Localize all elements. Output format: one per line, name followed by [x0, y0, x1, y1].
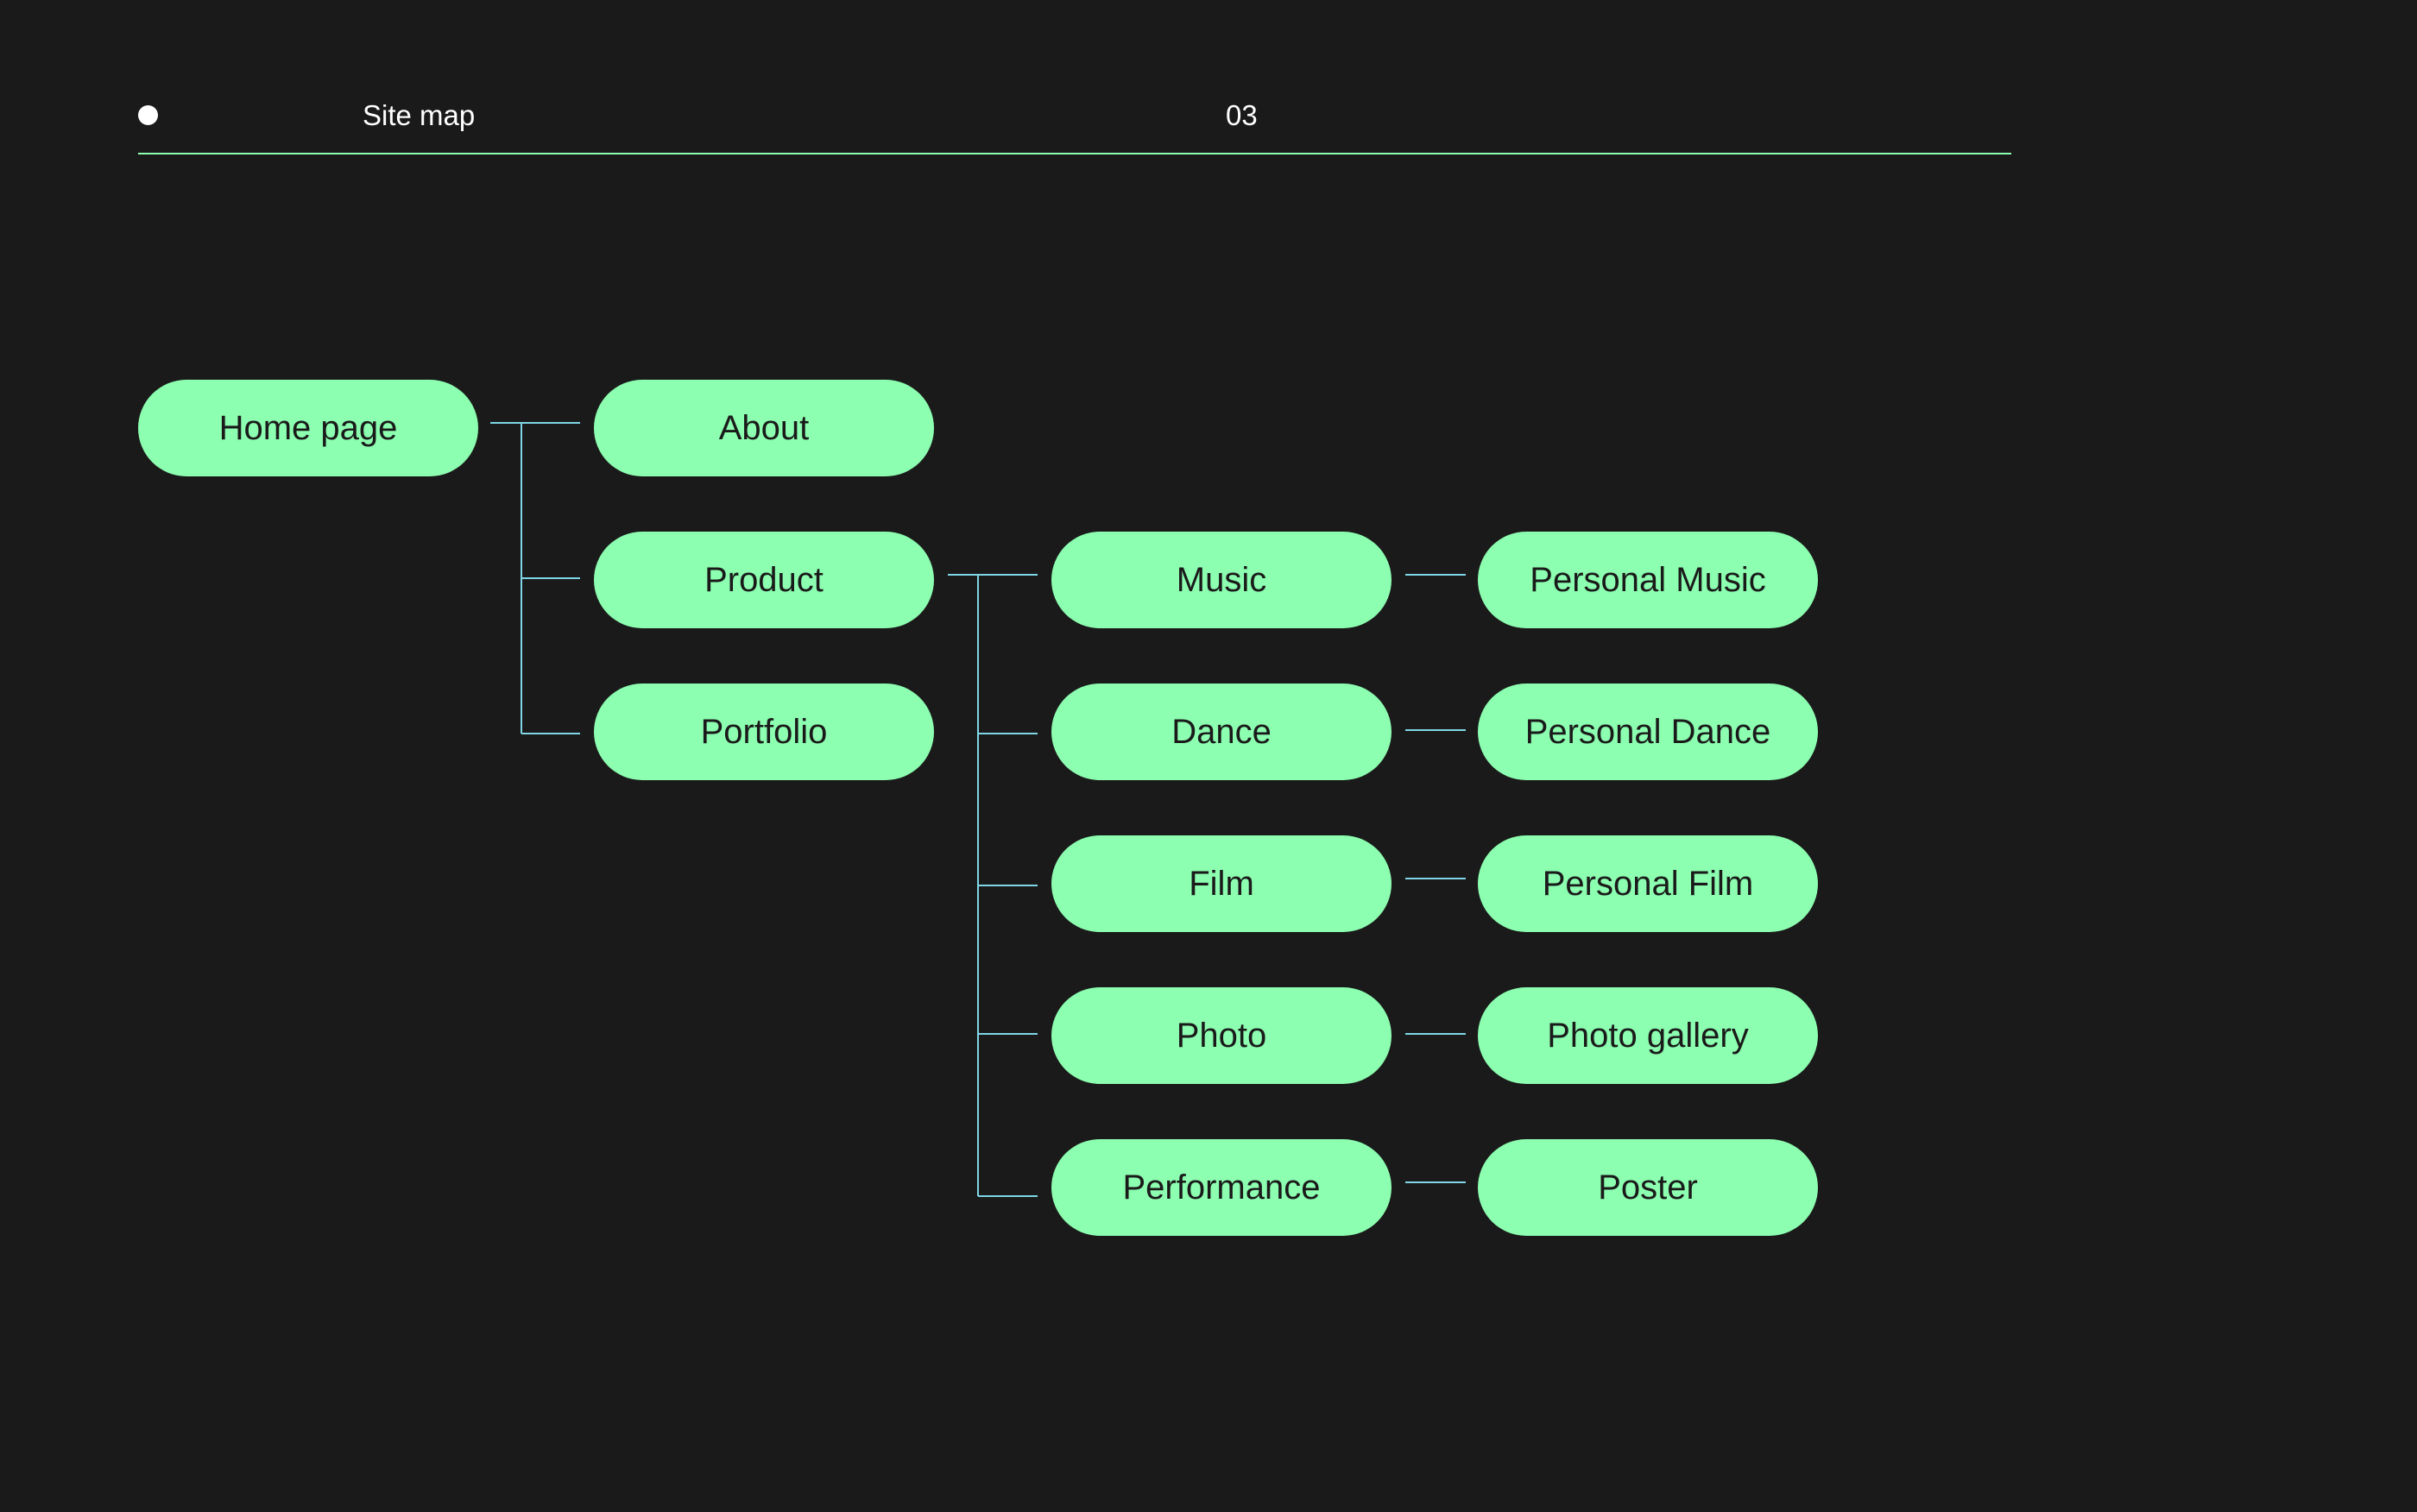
node-personal-dance[interactable]: Personal Dance — [1478, 684, 1818, 780]
node-home-page[interactable]: Home page — [138, 380, 478, 476]
node-performance[interactable]: Performance — [1051, 1139, 1392, 1236]
node-photo-gallery[interactable]: Photo gallery — [1478, 987, 1818, 1084]
node-photo[interactable]: Photo — [1051, 987, 1392, 1084]
node-product[interactable]: Product — [594, 532, 934, 628]
header-divider — [138, 153, 2011, 154]
page-number: 03 — [1226, 99, 1258, 131]
node-personal-music[interactable]: Personal Music — [1478, 532, 1818, 628]
header-bullet-icon — [138, 105, 158, 125]
node-poster[interactable]: Poster — [1478, 1139, 1818, 1236]
node-personal-film[interactable]: Personal Film — [1478, 835, 1818, 932]
page-title: Site map — [363, 99, 476, 131]
node-about[interactable]: About — [594, 380, 934, 476]
node-portfolio[interactable]: Portfolio — [594, 684, 934, 780]
node-music[interactable]: Music — [1051, 532, 1392, 628]
node-film[interactable]: Film — [1051, 835, 1392, 932]
node-dance[interactable]: Dance — [1051, 684, 1392, 780]
